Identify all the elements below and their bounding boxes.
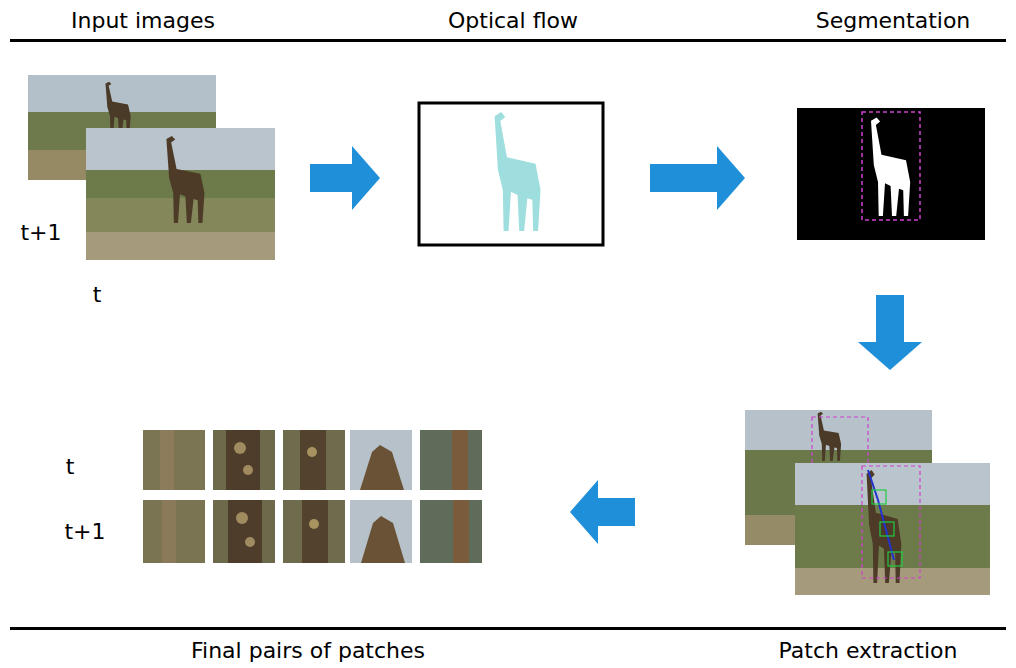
stage-panel: Optical flow	[385, 5, 645, 255]
stage-panel: Segmentation	[750, 5, 1005, 290]
bottom-rule	[10, 627, 1006, 630]
stage-title: Patch extraction	[779, 638, 958, 664]
patch-row-t	[143, 430, 482, 490]
stage-title: Segmentation	[816, 8, 971, 34]
patch-frame-front	[795, 463, 990, 595]
flow-arrow	[570, 480, 635, 544]
input-frame-front	[86, 128, 275, 260]
patch-row-t1	[143, 500, 482, 563]
top-rule	[10, 39, 1006, 42]
bounding-box	[862, 112, 920, 220]
frame-label: t	[93, 282, 102, 308]
stage-panel: Final pairs of patches t t+1	[20, 420, 565, 665]
flow-arrow	[310, 146, 380, 210]
mask-frame	[797, 108, 985, 240]
stage-panel: Patch extraction	[640, 375, 1005, 665]
frame-label: t+1	[64, 519, 105, 545]
stage-title: Input images	[71, 8, 215, 34]
mask-silhouette	[871, 117, 910, 216]
flow-arrow	[858, 295, 922, 370]
frame-label: t+1	[20, 220, 61, 246]
flow-frame	[419, 103, 603, 245]
frame-label: t	[66, 454, 75, 480]
flow-arrow	[650, 146, 745, 210]
stage-title: Optical flow	[448, 8, 578, 34]
stage-panel: Input images t+1 t	[10, 5, 305, 320]
flow-silhouette	[495, 112, 541, 231]
stage-title: Final pairs of patches	[191, 638, 425, 664]
